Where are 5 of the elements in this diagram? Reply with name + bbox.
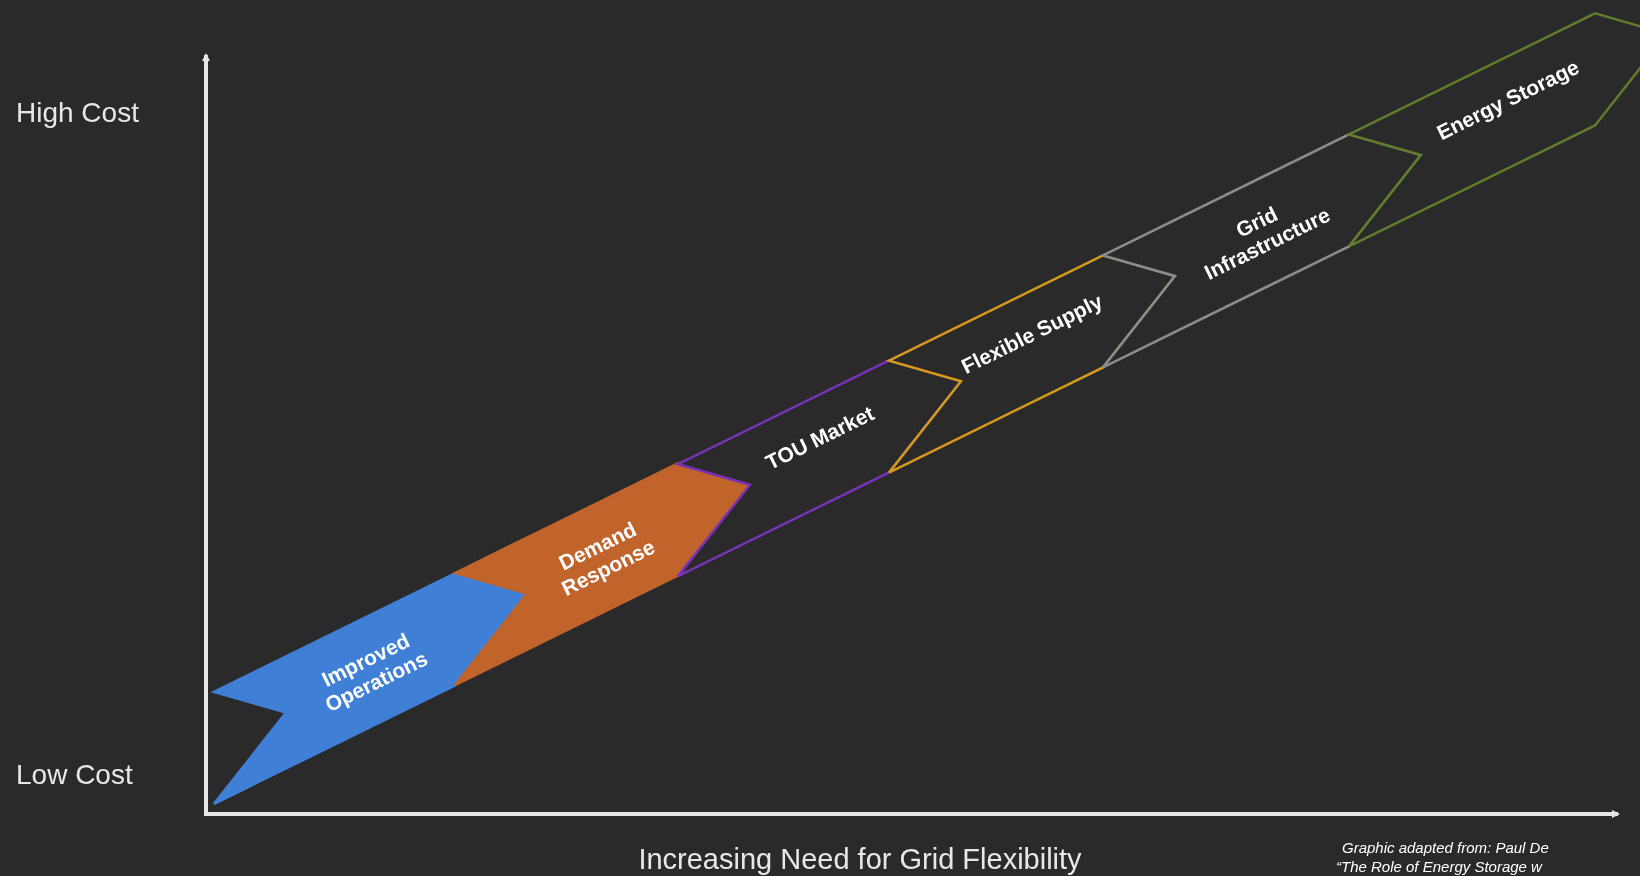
axis-label: High Cost: [16, 96, 139, 130]
axis-label: Low Cost: [16, 758, 133, 792]
source-note: Graphic adapted from: Paul De: [1342, 839, 1549, 857]
axis-title: Increasing Need for Grid Flexibility: [637, 842, 1083, 876]
source-note: “The Role of Energy Storage w: [1336, 858, 1542, 876]
